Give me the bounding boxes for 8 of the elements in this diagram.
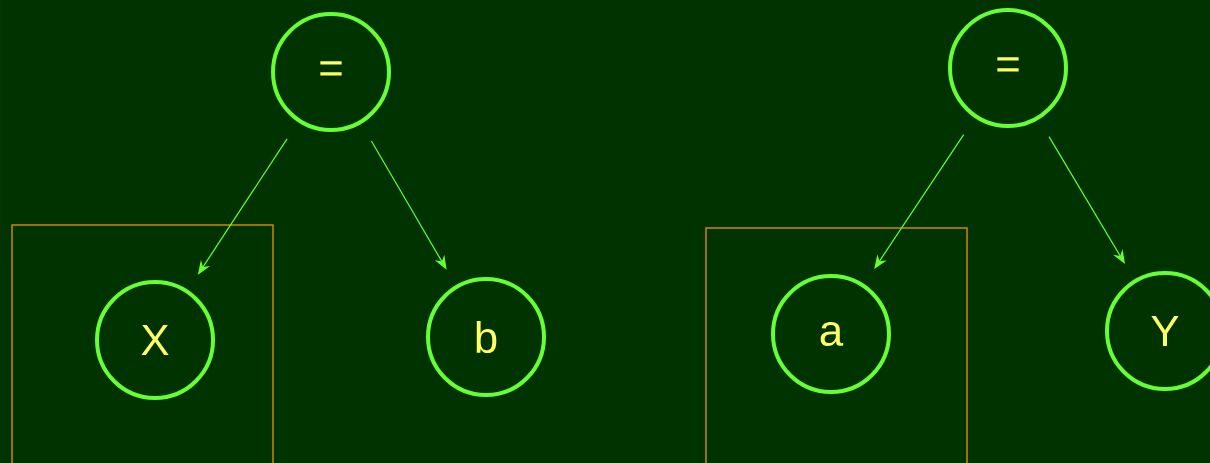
arrow [1048,136,1125,264]
circle-node: b [426,277,546,397]
frame-box [11,224,274,463]
frame-box [705,227,968,463]
circle-node: = [948,8,1068,128]
circle-node: X [95,280,215,400]
circle-node: = [271,12,391,132]
circle-node: a [771,274,891,394]
